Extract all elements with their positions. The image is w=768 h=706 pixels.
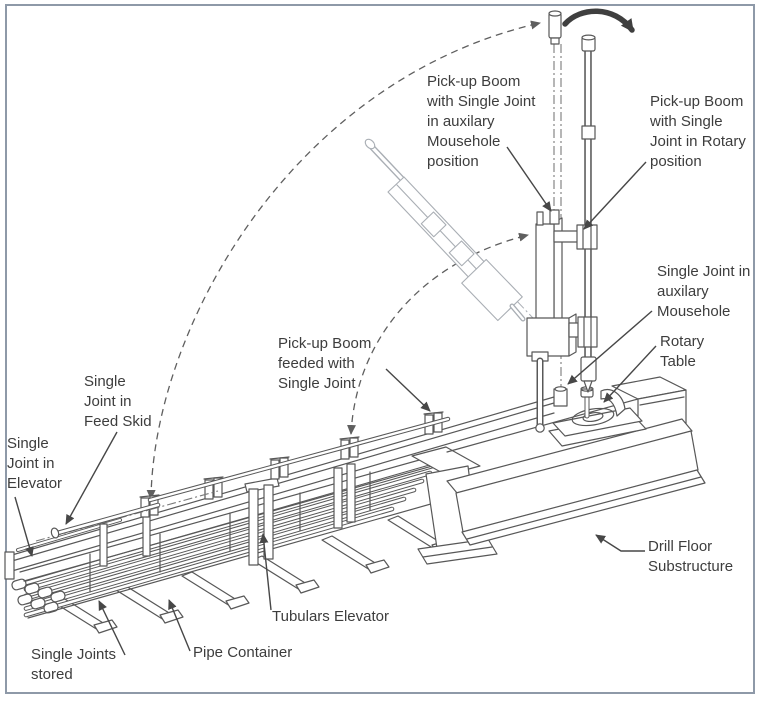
leader-pickup-boom-rotary (583, 161, 647, 230)
stored-pipes (23, 462, 439, 618)
single-joint-feed-skid (35, 490, 219, 542)
label-joints-stored: Single Joints stored (31, 646, 117, 683)
label-pipe-container: Pipe Container (193, 644, 293, 661)
label-single-joint-aux: Single Joint in auxilary Mousehole (657, 263, 751, 320)
container-frame (19, 451, 453, 619)
leader-rotary-table (603, 345, 657, 403)
leader-tubulars-elevator (259, 533, 272, 611)
label-elevator: Single Joint in Elevator (7, 435, 63, 492)
drill-floor-substructure (411, 376, 706, 565)
leader-joints-stored (98, 600, 126, 656)
single-joint-on-boom (147, 416, 451, 503)
leader-feed-skid (65, 431, 118, 525)
leader-pickup-boom-feeded (385, 368, 431, 412)
pipe-end-caps (11, 578, 66, 614)
label-drill-floor: Drill Floor Substructure (648, 538, 734, 575)
pickup-boom-intermediate-ghost (364, 138, 549, 335)
label-pickup-boom-aux: Pick-up Boom with Single Joint in auxila… (427, 73, 536, 170)
boom-swing-arc-outer (146, 20, 541, 500)
leader-drill-floor (595, 534, 645, 552)
leader-elevator (14, 496, 34, 557)
rotation-arrow (562, 8, 635, 33)
boom-swing-arc-inner (346, 232, 529, 435)
leader-pipe-container (168, 599, 191, 652)
label-pickup-boom-rotary: Pick-up Boom with Single Joint in Rotary… (650, 93, 746, 170)
label-pickup-boom-feeded: Pick-up Boom feeded with Single Joint (278, 335, 372, 392)
label-feed-skid: Single Joint in Feed Skid (84, 373, 152, 430)
pickup-boom-vertical (526, 8, 635, 433)
leader-arrows (14, 146, 657, 656)
leader-single-joint-aux (567, 310, 653, 385)
single-joint-aux-ghost (548, 10, 562, 45)
leader-pickup-boom-aux (506, 146, 552, 212)
pipe-container (4, 396, 555, 634)
label-rotary-table: Rotary Table (660, 333, 705, 370)
label-tubulars-elevator: Tubulars Elevator (272, 608, 389, 625)
aux-mousehole (553, 386, 568, 407)
tubulars-elevator-posts (99, 463, 356, 567)
